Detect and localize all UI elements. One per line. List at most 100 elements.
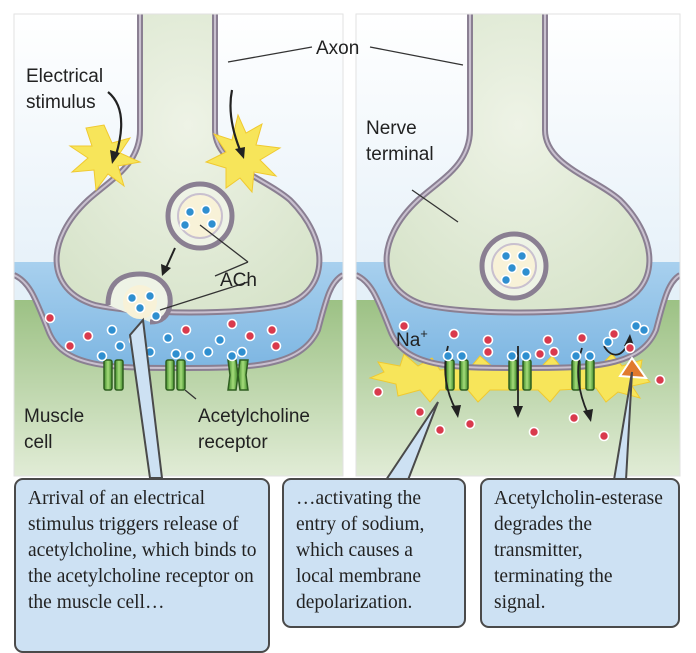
ach-molecule — [184, 350, 196, 362]
electrical-stimulus-label-line2: stimulus — [26, 92, 96, 113]
sodium-ion — [414, 406, 426, 418]
sodium-ion — [398, 320, 410, 332]
ach-molecule — [214, 334, 226, 346]
sodium-ion — [608, 328, 620, 340]
stimulus-arrowhead-right — [235, 147, 245, 159]
stimulus-arrow-left — [107, 91, 123, 156]
sodium-ions-right — [372, 320, 666, 442]
ach-receptor-open — [508, 359, 532, 391]
nerve-terminal-label-line2: terminal — [366, 144, 434, 165]
axon-label: Axon — [316, 38, 359, 59]
sodium-ion — [180, 324, 192, 336]
sodium-ion — [568, 412, 580, 424]
ach-molecule — [206, 218, 218, 230]
sodium-ion — [82, 330, 94, 342]
sodium-ion — [226, 318, 238, 330]
sodium-ion — [270, 340, 282, 352]
sodium-ion — [528, 426, 540, 438]
ach-receptor — [103, 359, 124, 391]
sodium-ion — [534, 348, 546, 360]
stimulus-arrow-right — [229, 89, 242, 151]
receptor-pointer-line — [184, 389, 197, 400]
sodium-ion — [576, 332, 588, 344]
ach-molecule — [442, 350, 454, 362]
ach-receptor — [165, 359, 186, 391]
sodium-ion — [654, 374, 666, 386]
sodium-ions-left — [44, 312, 282, 352]
sodium-ion — [266, 324, 278, 336]
ach-molecule — [202, 346, 214, 358]
muscle-cell-label-line2: cell — [24, 432, 53, 453]
nerve-membrane-highlight — [55, 14, 321, 314]
right-panel-frame — [355, 13, 681, 477]
vesicle-lumen — [177, 193, 223, 239]
ach-molecule — [179, 219, 191, 231]
ach-molecule — [570, 350, 582, 362]
nerve-terminal-label-line1: Nerve — [366, 118, 417, 139]
vesicle-movement-arrowhead — [161, 264, 171, 276]
sodium-ion — [64, 340, 76, 352]
ach-pointer-lines — [159, 224, 249, 311]
receptor-label-line1: Acetylcholine — [198, 406, 310, 427]
ach-molecule — [506, 262, 518, 274]
sodium-ion — [244, 330, 256, 342]
ach-molecule — [584, 350, 596, 362]
sodium-ion — [464, 418, 476, 430]
ach-molecule — [226, 350, 238, 362]
axon-pointer-lines — [227, 46, 464, 66]
ach-label: ACh — [220, 270, 257, 291]
left-panel — [14, 14, 343, 476]
ach-molecule — [134, 302, 146, 314]
stimulus-arrowhead-left — [110, 150, 120, 164]
ach-receptor-open — [445, 359, 469, 391]
receptor-label-line2: receptor — [198, 432, 268, 453]
sodium-ion — [624, 342, 636, 354]
caption-left: Arrival of an electrical stimulus trigge… — [14, 478, 270, 653]
ach-molecule — [520, 350, 532, 362]
ach-molecule — [500, 274, 512, 286]
sodium-ion — [542, 334, 554, 346]
vesicle-movement-arrow — [165, 247, 176, 269]
nerve-membrane-highlight-right — [385, 14, 651, 314]
ach-molecule — [126, 292, 138, 304]
ach-molecule — [520, 266, 532, 278]
sodium-ion — [434, 424, 446, 436]
ach-molecule — [236, 346, 248, 358]
ach-molecule — [630, 320, 642, 332]
muscle-cell-label-line1: Muscle — [24, 406, 84, 427]
sodium-ion — [482, 334, 494, 346]
synapse-figure: Axon Electrical stimulus Nerve terminal … — [13, 13, 681, 481]
sodium-label: Na+ — [396, 326, 428, 351]
ach-molecule — [500, 250, 512, 262]
ach-molecule — [170, 348, 182, 360]
sodium-ion — [448, 328, 460, 340]
left-panel-frame — [13, 13, 344, 477]
ach-receptor-open — [227, 359, 249, 391]
sodium-ion — [44, 312, 56, 324]
sodium-ion — [482, 346, 494, 358]
ach-molecule — [184, 206, 196, 218]
ach-molecule — [506, 350, 518, 362]
electrical-stimulus-label-line1: Electrical — [26, 66, 103, 87]
ach-molecule — [96, 350, 108, 362]
ach-molecule — [516, 250, 528, 262]
ach-molecule — [144, 290, 156, 302]
caption-middle: …activating the entry of sodium, which c… — [282, 478, 466, 628]
ach-molecule — [114, 340, 126, 352]
acetylcholinesterase-enzyme — [618, 356, 649, 380]
stimulus-burst-left — [68, 124, 142, 192]
ach-molecule — [602, 336, 614, 348]
sodium-flux-arrowheads — [451, 334, 634, 422]
ach-molecule — [638, 324, 650, 336]
ach-molecule — [106, 324, 118, 336]
ach-molecule — [150, 310, 162, 322]
terminal-pointer-line — [411, 189, 459, 223]
sodium-ion — [598, 430, 610, 442]
caption-right: Acetylcholin-esterase degrades the trans… — [480, 478, 680, 628]
sodium-ion — [372, 386, 384, 398]
ach-molecule — [200, 204, 212, 216]
ach-molecule — [162, 332, 174, 344]
right-panel — [356, 14, 680, 476]
muscle-membrane-highlight-right — [356, 274, 680, 369]
ach-molecules-right — [442, 250, 650, 362]
